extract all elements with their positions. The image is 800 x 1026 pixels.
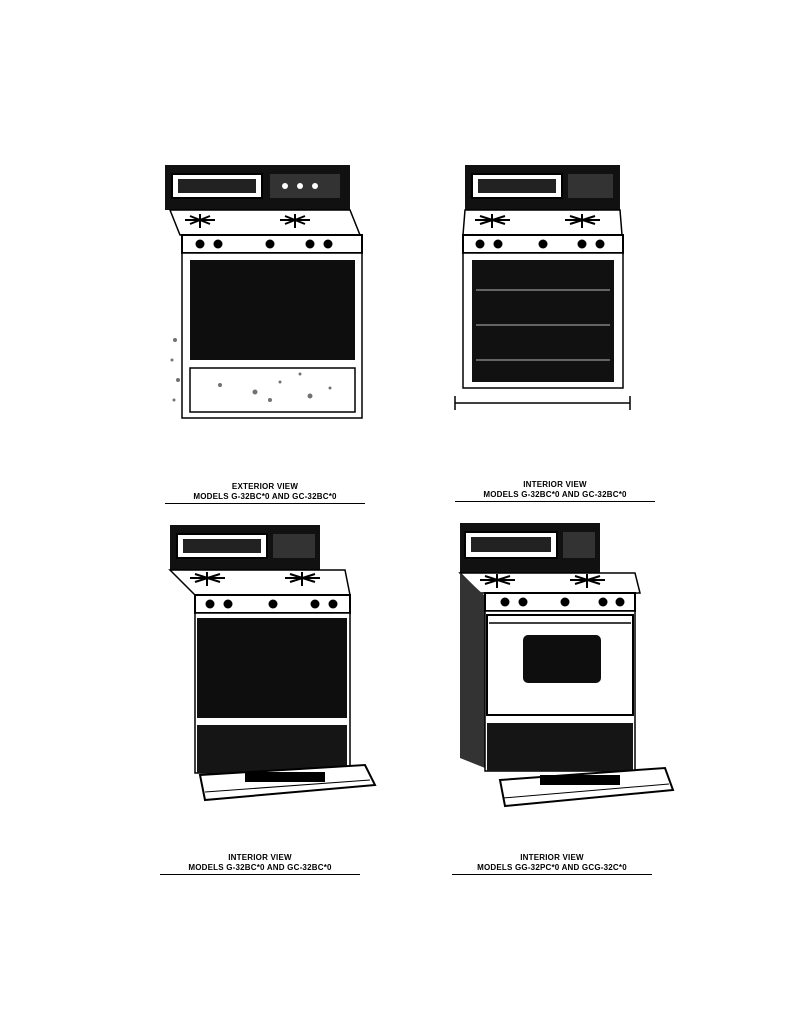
caption-title: INTERIOR VIEW	[228, 853, 292, 862]
caption-title: INTERIOR VIEW	[523, 480, 587, 489]
control-knobs	[475, 239, 605, 249]
control-knobs	[205, 599, 338, 609]
caption-models: MODELS G-32BC*0 AND GC-32BC*0	[455, 490, 655, 502]
timer-display	[270, 174, 340, 198]
range-drawer-open-illustration	[168, 525, 377, 802]
caption-models: MODELS G-32BC*0 AND GC-32BC*0	[165, 492, 365, 504]
caption-title: EXTERIOR VIEW	[231, 482, 299, 491]
shading-speckle	[170, 338, 332, 402]
caption-models: MODELS G-32BC*0 AND GC-32BC*0	[160, 863, 360, 875]
figure-caption: INTERIOR VIEW MODELS G-32BC*0 AND GC-32B…	[160, 853, 360, 875]
oven-racks	[476, 289, 610, 361]
burner-grates	[475, 214, 600, 228]
drawer-cavity	[487, 723, 633, 771]
burner-grates	[185, 214, 310, 228]
caption-title: INTERIOR VIEW	[520, 853, 584, 862]
caption-models: MODELS GG-32PC*0 AND GCG-32C*0	[452, 863, 652, 875]
burner-grates	[480, 574, 605, 588]
cooktop	[168, 209, 362, 236]
control-knobs	[500, 597, 625, 607]
timer-display	[568, 174, 613, 198]
side-panel	[460, 573, 485, 768]
range-interior-oven-illustration	[454, 165, 631, 410]
storage-drawer	[189, 367, 356, 413]
control-knobs	[195, 239, 333, 249]
oven-door	[190, 260, 355, 360]
oven-door	[197, 618, 347, 718]
burner-grates	[190, 572, 320, 586]
range-window-door-illustration	[458, 523, 675, 808]
floor-line	[454, 396, 631, 410]
figure-caption: EXTERIOR VIEW MODELS G-32BC*0 AND GC-32B…	[165, 482, 365, 504]
oven-window	[523, 635, 601, 683]
timer-display	[563, 532, 595, 558]
range-exterior-illustration	[165, 165, 363, 419]
timer-display	[273, 534, 315, 558]
open-drawer	[198, 763, 377, 802]
figure-caption: INTERIOR VIEW MODELS G-32BC*0 AND GC-32B…	[455, 480, 655, 502]
open-drawer	[498, 766, 675, 808]
drawer-cavity	[197, 725, 347, 773]
figure-caption: INTERIOR VIEW MODELS GG-32PC*0 AND GCG-3…	[452, 853, 652, 875]
